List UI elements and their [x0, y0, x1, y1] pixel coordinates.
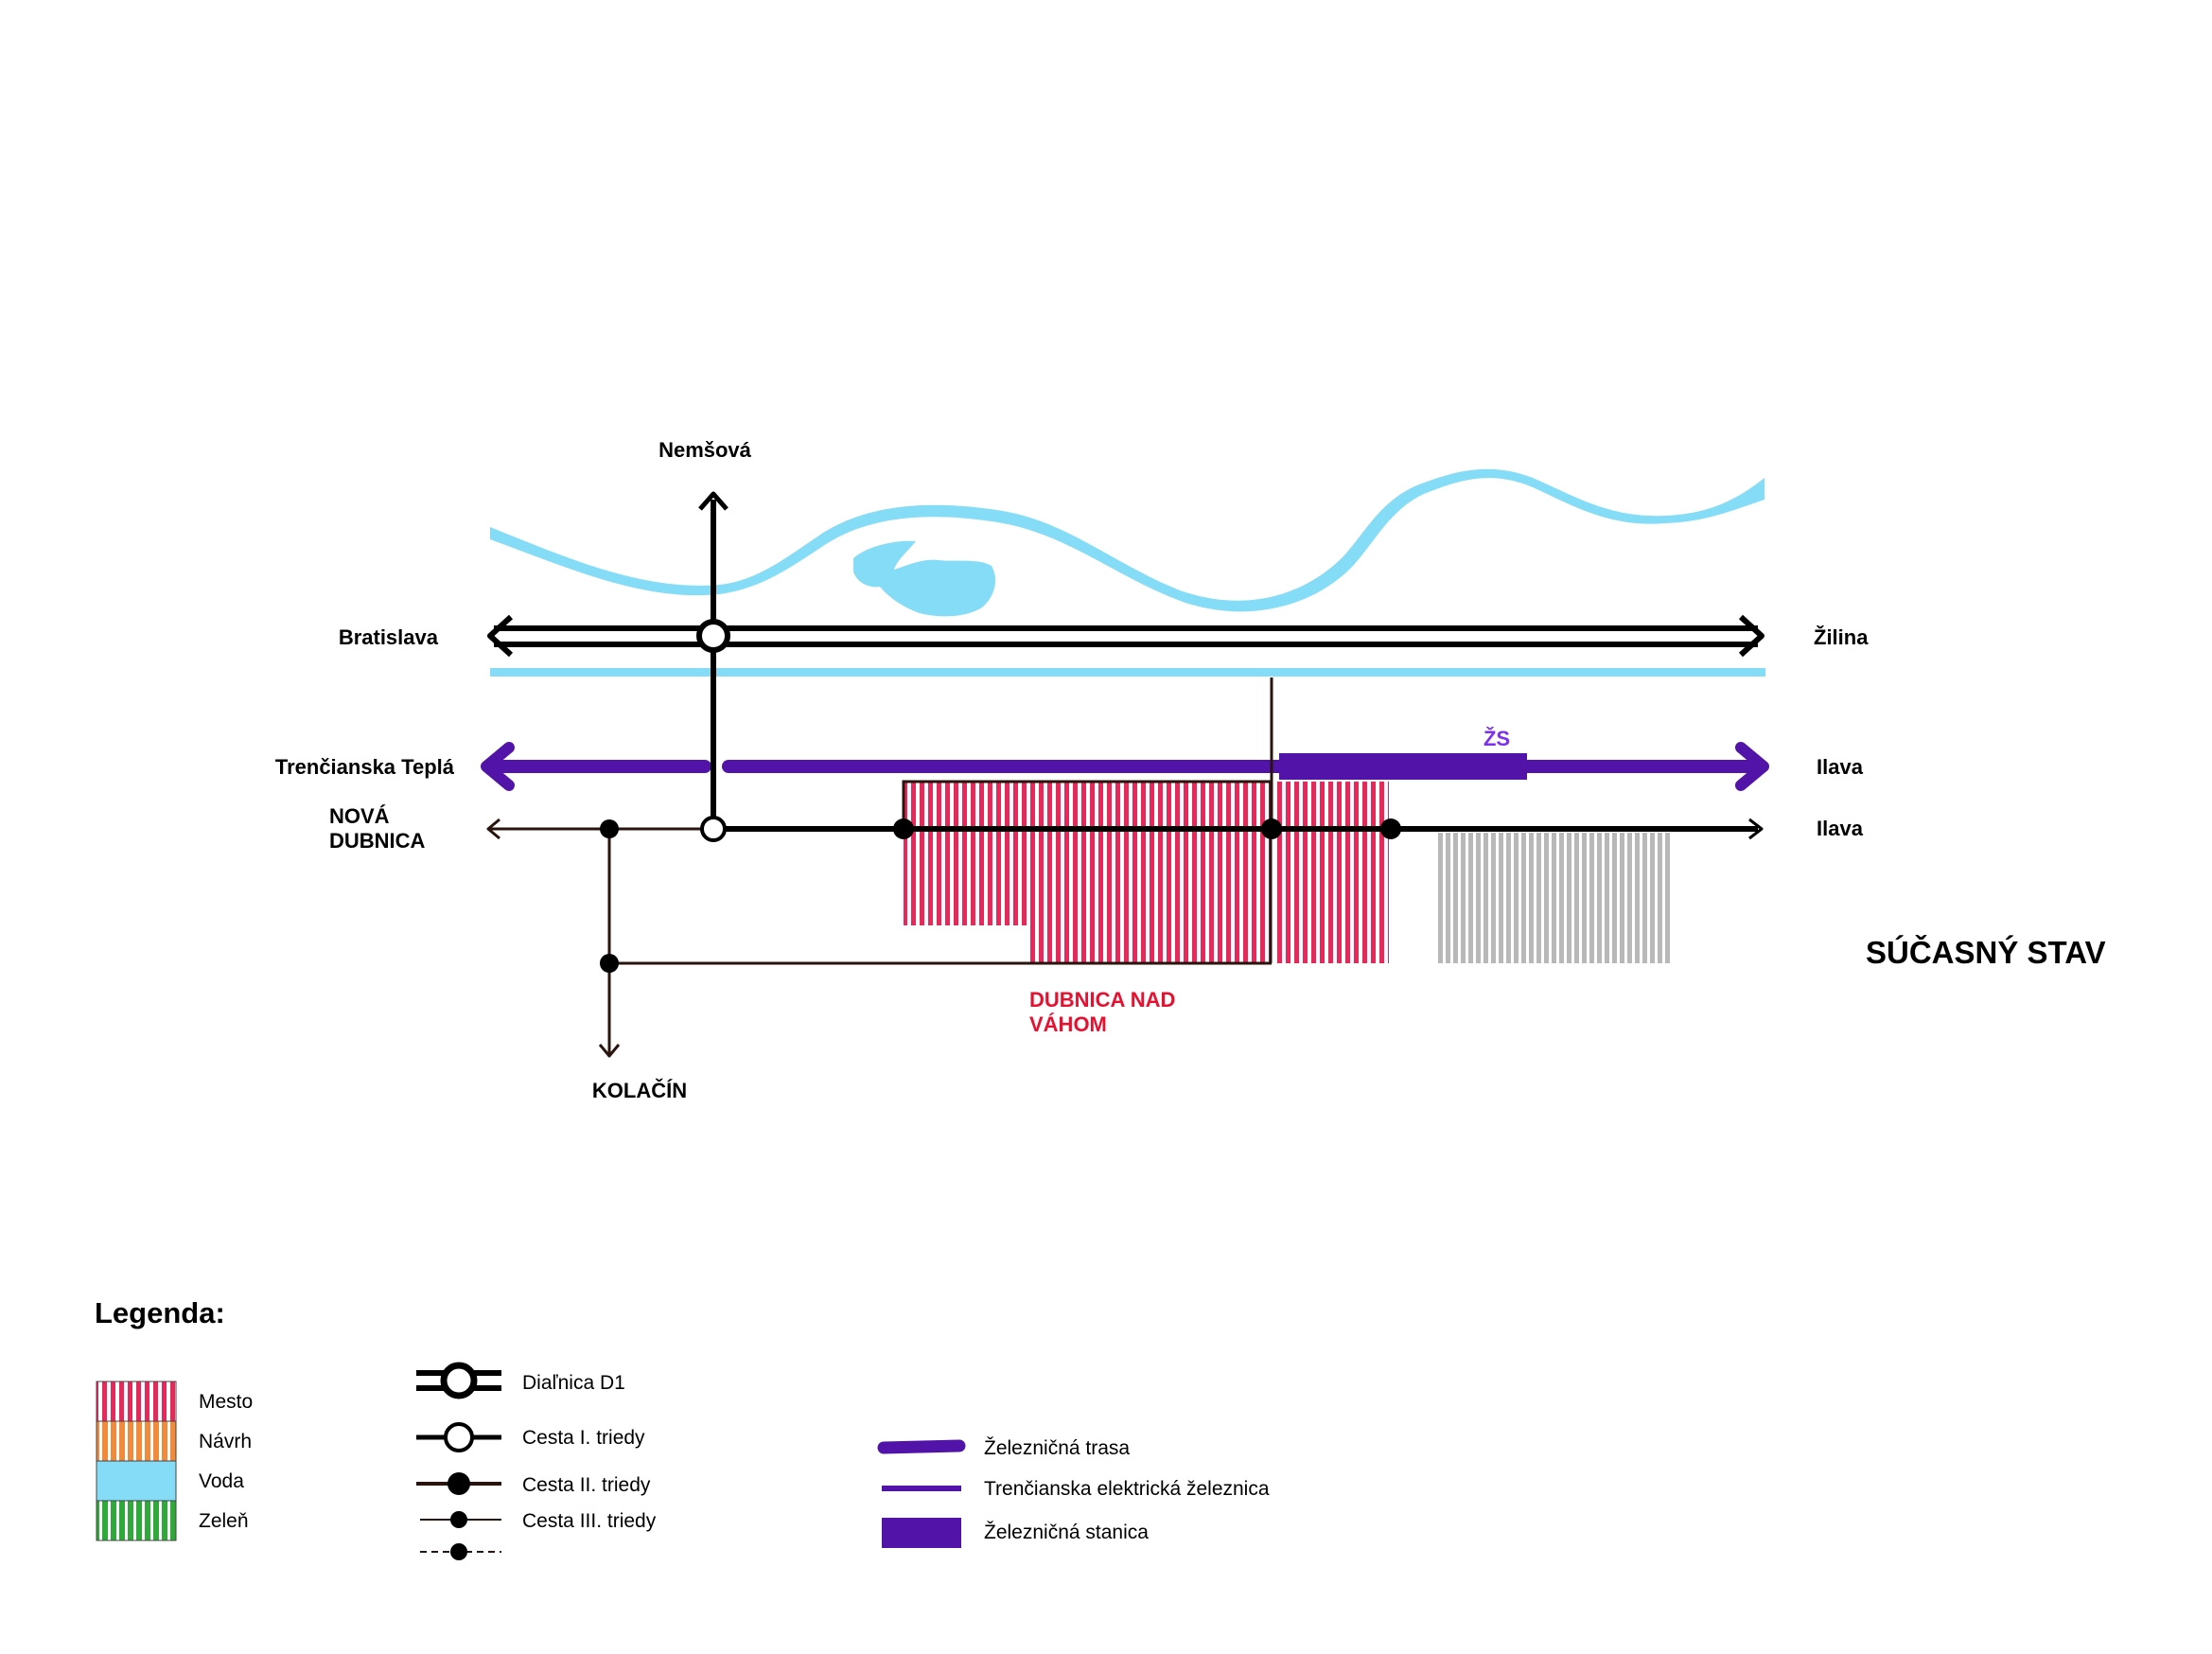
city-area-west [904, 782, 1271, 963]
road-2-arrow-east [1748, 818, 1764, 840]
label-zs: ŽS [1483, 727, 1510, 750]
legend-symbol-railway [877, 1439, 966, 1454]
junction-city-east [1380, 818, 1401, 839]
legend-label-navrh: Návrh [199, 1431, 252, 1452]
highway-d1-arrow-east [1738, 614, 1764, 658]
legend-label-voda: Voda [199, 1470, 244, 1492]
highway-d1-arrow-west [487, 614, 514, 658]
legend-symbol-road-3 [420, 1511, 501, 1528]
legend-label-zelen: Zeleň [199, 1510, 249, 1532]
junction-road3 [600, 819, 619, 838]
legend-label-road-2: Cesta II. triedy [522, 1474, 651, 1496]
city-area-east [1275, 782, 1389, 963]
label-nova-dubnica-2: DUBNICA [329, 829, 426, 853]
legend-swatch-zelen [96, 1500, 177, 1541]
river-vah [490, 468, 1764, 612]
label-kolacin: KOLAČÍN [592, 1079, 687, 1102]
legend-title: Legenda: [95, 1296, 225, 1329]
label-trencianska-tepla: Trenčianska Teplá [275, 755, 455, 779]
label-zilina: Žilina [1814, 625, 1869, 649]
label-bratislava: Bratislava [339, 625, 439, 649]
legend-label-mesto: Mesto [199, 1391, 253, 1413]
legend-label-road-1: Cesta I. triedy [522, 1427, 645, 1449]
legend-symbol-road-3-dashed [420, 1543, 501, 1560]
legend-label-road-3: Cesta III. triedy [522, 1510, 657, 1532]
junction-nova-dubnica [700, 816, 727, 842]
railway-station [1279, 753, 1527, 780]
railway-arrow-east [1735, 742, 1769, 791]
label-ilava-road: Ilava [1817, 817, 1864, 840]
label-dubnica-1: DUBNICA NAD [1029, 988, 1175, 1012]
road-nemsova-arrow [698, 491, 729, 511]
legend-label-station: Železničná stanica [984, 1522, 1149, 1543]
label-nemsova: Nemšová [658, 438, 752, 462]
legend-swatch-mesto [96, 1381, 177, 1422]
road-3-arrow-south [598, 1044, 621, 1058]
legend-label-d1: Diaľnica D1 [522, 1372, 625, 1394]
label-state: SÚČASNÝ STAV [1866, 934, 2106, 970]
junction-city-center [1261, 818, 1282, 839]
label-dubnica-2: VÁHOM [1029, 1012, 1107, 1036]
legend-symbol-station [882, 1518, 961, 1548]
label-ilava-rail: Ilava [1817, 755, 1864, 779]
junction-kolacin [600, 954, 619, 973]
road-3-arrow-west [486, 818, 500, 840]
d1-interchange [696, 619, 730, 653]
city-outline [902, 780, 1273, 963]
industrial-area [1436, 833, 1671, 963]
legend-symbol-road-2 [416, 1472, 501, 1495]
lake [853, 540, 996, 617]
railway-arrow-west [481, 742, 515, 791]
legend-label-railway: Železničná trasa [984, 1437, 1130, 1459]
legend-swatch-voda [96, 1460, 177, 1502]
legend-symbol-d1 [416, 1362, 501, 1399]
canal [490, 668, 1765, 677]
junction-city-west [893, 818, 914, 839]
legend-symbol-road-1 [416, 1422, 501, 1452]
legend-swatch-navrh [96, 1420, 177, 1462]
label-nova-dubnica-1: NOVÁ [329, 804, 390, 828]
legend-label-tez: Trenčianska elektrická železnica [984, 1478, 1270, 1500]
